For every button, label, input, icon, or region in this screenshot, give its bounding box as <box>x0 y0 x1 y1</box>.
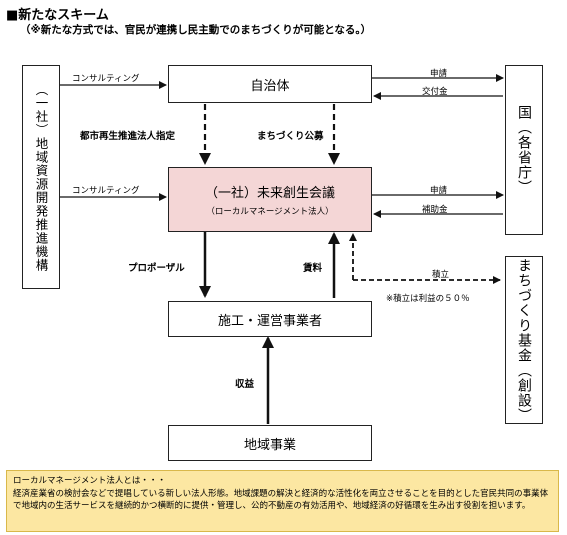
contractor-box: 施工・運営事業者 <box>168 301 372 337</box>
reserve-note: ※積立は利益の５０％ <box>386 294 470 304</box>
council-label: （一社）未来創生会議 <box>204 186 335 201</box>
footer-body: 経済産業省の検討会などで提唱している新しい法人形態。地域課題の解決と経済的な活性… <box>13 488 549 512</box>
offering-label: まちづくり公募 <box>257 131 324 142</box>
nation-label: 国（各省庁） <box>516 105 532 195</box>
fund-label: まちづくり基金（創設） <box>516 257 532 423</box>
subsidy-label: 補助金 <box>422 205 448 215</box>
council-box: （一社）未来創生会議 （ローカルマネージメント法人） <box>168 167 372 232</box>
proposal-label: プロポーザル <box>128 263 185 274</box>
fee-label: 賃料 <box>303 263 323 274</box>
designation-label: 都市再生推進法人指定 <box>80 131 176 142</box>
nation-box: 国（各省庁） <box>505 65 543 235</box>
contractor-label: 施工・運営事業者 <box>217 313 322 329</box>
page-subtitle: （※新たな方式では、官民が連携し民主動でのまちづくりが可能となる。） <box>20 24 372 36</box>
regional-org-label: （一社）地域資源開発推進機構 <box>33 82 49 272</box>
apply-label-1: 申請 <box>430 69 448 79</box>
consulting-label-2: コンサルティング <box>72 186 140 196</box>
reserve-label: 積立 <box>432 270 450 280</box>
grant-label: 交付金 <box>422 87 448 97</box>
council-sublabel: （ローカルマネージメント法人） <box>206 207 334 217</box>
page-title: ■新たなスキーム <box>6 8 109 23</box>
regional-business-box: 地域事業 <box>168 425 372 461</box>
apply-label-2: 申請 <box>430 186 448 196</box>
regional-business-label: 地域事業 <box>243 437 296 453</box>
footer-heading: ローカルマネージメント法人とは・・・ <box>13 476 166 486</box>
footer-note: ローカルマネージメント法人とは・・・ 経済産業省の検討会などで提唱している新しい… <box>6 470 559 532</box>
fund-box: まちづくり基金（創設） <box>505 256 543 424</box>
municipality-label: 自治体 <box>250 78 290 94</box>
profit-label: 収益 <box>235 379 255 390</box>
municipality-box: 自治体 <box>168 65 372 103</box>
regional-org-box: （一社）地域資源開発推進機構 <box>22 65 60 289</box>
consulting-label-1: コンサルティング <box>72 74 140 84</box>
